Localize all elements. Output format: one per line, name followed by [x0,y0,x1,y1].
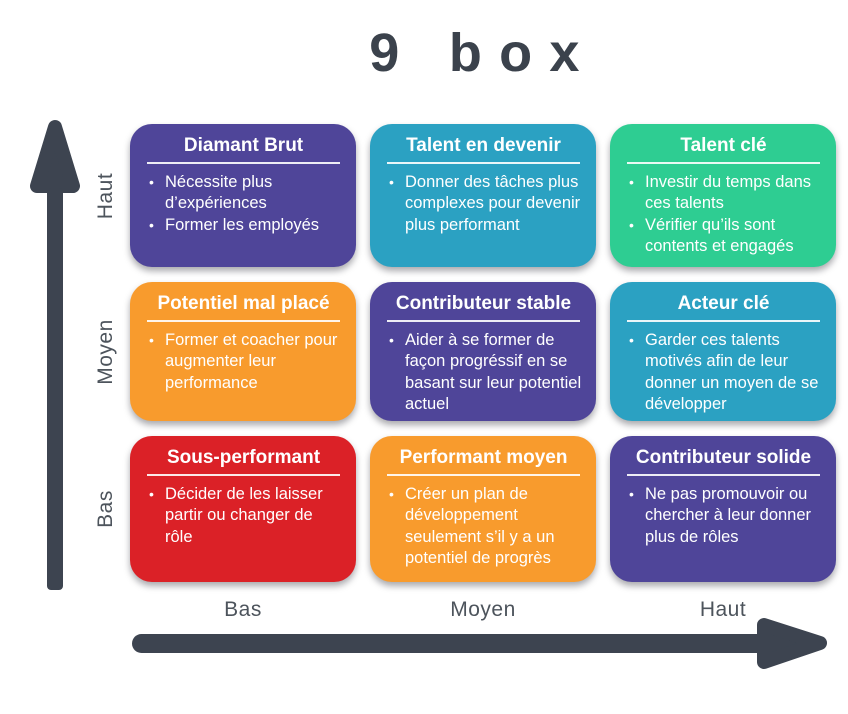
bullet-item: • Donner des tâches plus complexes pour … [385,172,582,236]
cell-title: Acteur clé [677,293,770,314]
page-title: 9 box [369,23,597,83]
cell-contributeur-stable: Contributeur stable • Aider à se former … [370,282,596,421]
bullet-text: Décider de les laisser partir ou changer… [165,485,323,546]
bullet-text: Donner des tâches plus complexes pour de… [405,173,581,234]
bullet-text: Investir du temps dans ces talents [645,173,811,213]
bullet-dot-icon: • [629,216,634,233]
cell-divider [627,474,820,476]
y-axis-shaft [47,188,63,590]
bullet-text: Garder ces talents motivés afin de leur … [645,331,819,414]
cell-acteur-cle: Acteur clé • Garder ces talents motivés … [610,282,836,421]
bullet-text: Former les employés [165,215,320,234]
x-axis-label-moyen: Moyen [450,598,516,621]
bullet-dot-icon: • [629,486,634,502]
cell-title: Talent en devenir [406,135,561,156]
cell-title: Potentiel mal placé [157,293,330,314]
cell-bullets: • Former et coacher pour augmenter leur … [145,330,342,394]
bullet-item: • Aider à se former de façon progréssif … [385,330,582,416]
cell-talent-cle: Talent clé • Investir du temps dans ces … [610,124,836,267]
x-axis-arrow [132,618,827,669]
cell-divider [627,162,820,164]
bullet-item: • Investir du temps dans ces talents [625,172,822,215]
cell-title: Contributeur solide [635,447,812,468]
y-axis-label-moyen: Moyen [94,319,117,385]
cell-sous-performant: Sous-performant • Décider de les laisser… [130,436,356,582]
cell-diamant-brut: Diamant Brut • Nécessite plus d’expérien… [130,124,356,267]
cell-divider [387,320,580,322]
bullet-item: • Créer un plan de développement seuleme… [385,484,582,570]
bullet-dot-icon: • [149,174,154,190]
cell-contributeur-solide: Contributeur solide • Ne pas promouvoir … [610,436,836,582]
bullet-dot-icon: • [149,216,154,233]
bullet-dot-icon: • [389,332,394,348]
cell-divider [147,474,340,476]
cell-title: Performant moyen [399,447,568,468]
bullet-text: Nécessite plus d’expériences [165,173,273,213]
cell-divider [147,320,340,322]
cell-performant-moyen: Performant moyen • Créer un plan de déve… [370,436,596,582]
bullet-item: • Former et coacher pour augmenter leur … [145,330,342,394]
cell-bullets: • Investir du temps dans ces talents • V… [625,172,822,258]
cell-divider [147,162,340,164]
bullet-item: • Nécessite plus d’expériences [145,172,342,215]
bullet-text: Vérifier qu’ils sont contents et engagés [645,215,794,256]
bullet-dot-icon: • [629,174,634,190]
bullet-item: • Garder ces talents motivés afin de leu… [625,330,822,416]
bullet-item: • Ne pas promouvoir ou chercher à leur d… [625,484,822,548]
bullet-text: Aider à se former de façon progréssif en… [405,331,582,414]
bullet-item: • Vérifier qu’ils sont contents et engag… [625,215,822,258]
bullet-dot-icon: • [389,174,394,190]
cell-bullets: • Créer un plan de développement seuleme… [385,484,582,570]
x-axis-shaft [132,634,768,653]
cell-title: Diamant Brut [183,135,304,156]
cell-title: Sous-performant [166,447,321,468]
y-axis-arrow [30,120,80,590]
cell-potentiel-mal-place: Potentiel mal placé • Former et coacher … [130,282,356,421]
bullet-item: • Décider de les laisser partir ou chang… [145,484,342,548]
cell-title: Contributeur stable [395,293,572,314]
y-axis-label-haut: Haut [94,172,117,220]
cell-divider [387,474,580,476]
cell-title: Talent clé [680,135,767,156]
bullet-dot-icon: • [149,486,154,502]
cell-talent-en-devenir: Talent en devenir • Donner des tâches pl… [370,124,596,267]
x-axis-label-bas: Bas [224,598,262,621]
bullet-text: Ne pas promouvoir ou chercher à leur don… [645,485,812,546]
bullet-item: • Former les employés [145,215,342,236]
bullet-dot-icon: • [389,486,394,502]
bullet-text: Former et coacher pour augmenter leur pe… [165,331,338,392]
x-axis-label-haut: Haut [699,598,747,621]
cell-bullets: • Décider de les laisser partir ou chang… [145,484,342,548]
matrix-grid: Diamant Brut • Nécessite plus d’expérien… [130,124,836,582]
cell-bullets: • Garder ces talents motivés afin de leu… [625,330,822,416]
cell-divider [387,162,580,164]
cell-bullets: • Donner des tâches plus complexes pour … [385,172,582,236]
y-axis-label-bas: Bas [94,490,117,528]
bullet-dot-icon: • [149,332,154,348]
cell-bullets: • Aider à se former de façon progréssif … [385,330,582,416]
cell-bullets: • Nécessite plus d’expériences • Former … [145,172,342,236]
bullet-dot-icon: • [629,332,634,348]
x-axis-arrowhead-icon [757,618,827,669]
y-axis-arrowhead-icon [30,120,80,193]
cell-divider [627,320,820,322]
bullet-text: Créer un plan de développement seulement… [405,485,555,568]
cell-bullets: • Ne pas promouvoir ou chercher à leur d… [625,484,822,548]
